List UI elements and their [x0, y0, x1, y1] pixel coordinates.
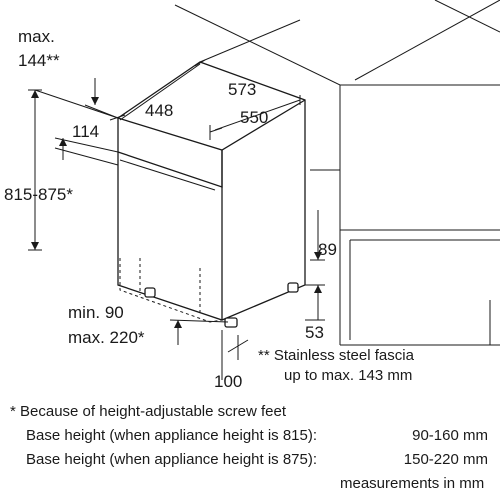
screw-feet: [144, 282, 299, 328]
units-note: measurements in mm: [340, 475, 485, 492]
dim-height-range: 815-875*: [4, 185, 73, 204]
base-height-value-875: 150-220 mm: [403, 451, 488, 468]
dim-114: 114: [72, 122, 99, 141]
dim-max-220: max. 220*: [68, 328, 145, 347]
dim-573: 573: [228, 80, 256, 99]
base-height-row-875: Base height (when appliance height is 87…: [26, 450, 496, 469]
max-144-value: 144**: [18, 51, 60, 70]
base-height-label-875: Base height (when appliance height is 87…: [26, 451, 318, 468]
dim-89: 89: [318, 240, 337, 259]
base-height-row-815: Base height (when appliance height is 81…: [26, 426, 496, 445]
installation-niche: [174, 0, 500, 346]
fascia-note-line2: up to max. 143 mm: [284, 367, 413, 384]
fascia-note-line1: ** Stainless steel fascia: [258, 347, 414, 364]
dim-100: 100: [214, 372, 242, 391]
dim-448: 448: [145, 101, 173, 120]
max-label: max.: [18, 27, 55, 46]
dim-550: 550: [240, 108, 268, 127]
dimension-arrows: [31, 90, 322, 328]
dim-53: 53: [305, 323, 324, 342]
footnote-screw-feet: * Because of height-adjustable screw fee…: [10, 403, 286, 420]
base-height-value-815: 90-160 mm: [412, 427, 488, 444]
base-height-label-815: Base height (when appliance height is 81…: [26, 427, 318, 444]
dim-min-90: min. 90: [68, 303, 124, 322]
